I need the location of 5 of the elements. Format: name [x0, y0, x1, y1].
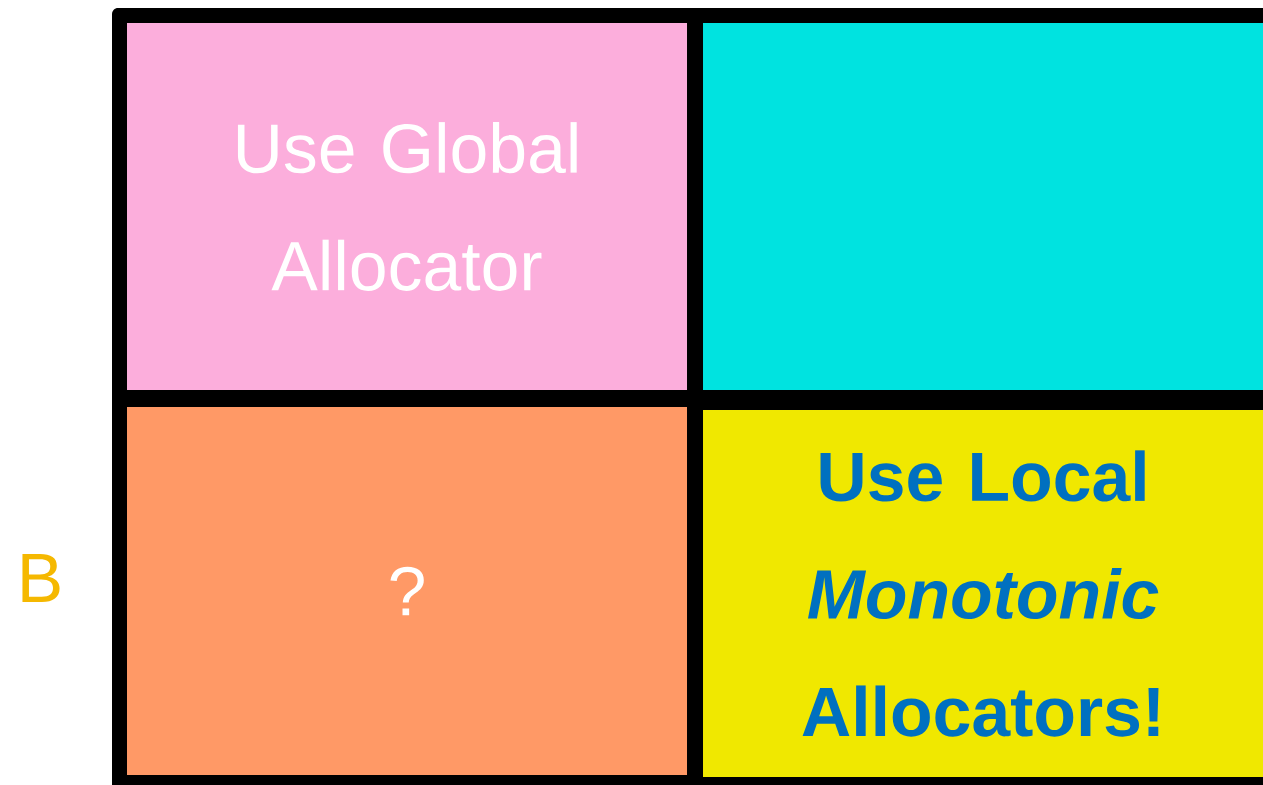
quadrant-cell: Use Local Monotonic Allocators! [703, 410, 1263, 777]
quadrant-cell [703, 23, 1263, 390]
quadrant-cell: Use Global Allocator [127, 23, 687, 390]
quadrant-cell: ? [127, 407, 687, 775]
axis-label: B [22, 554, 60, 602]
